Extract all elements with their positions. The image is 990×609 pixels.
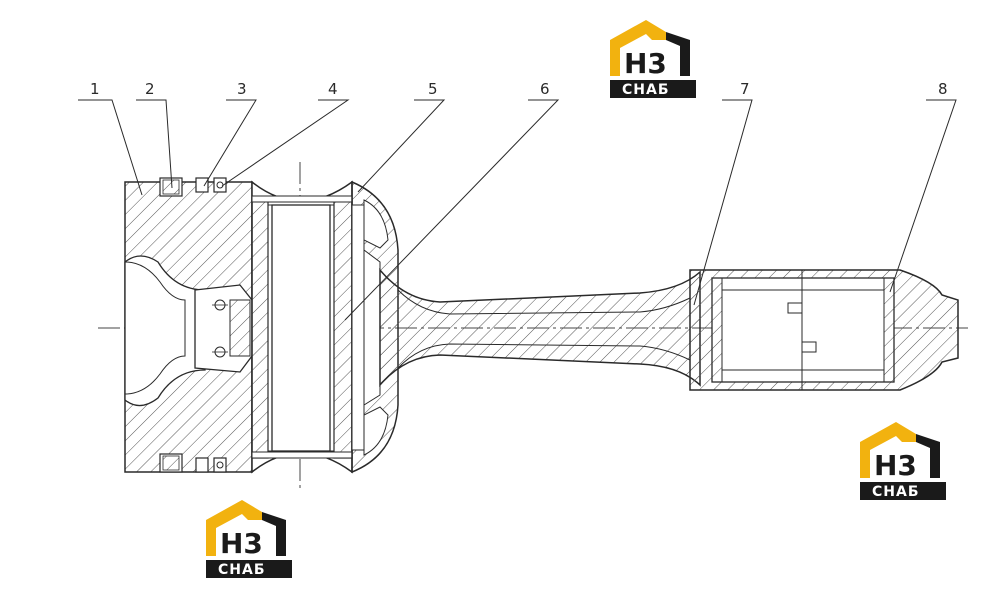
callout-3: 3 bbox=[237, 80, 247, 98]
piston-skirt bbox=[251, 180, 353, 474]
callout-numbers: 1 2 3 4 5 6 7 8 bbox=[90, 80, 948, 98]
rod-small-end bbox=[351, 180, 399, 474]
logo-main-text: H3 bbox=[874, 449, 917, 482]
logo-main-text: H3 bbox=[220, 527, 263, 560]
brand-logo-right: H3 СНАБ bbox=[856, 420, 948, 502]
logo-main-text: H3 bbox=[624, 47, 667, 80]
callout-2: 2 bbox=[145, 80, 155, 98]
logo-sub-text: СНАБ bbox=[872, 484, 920, 500]
callout-1: 1 bbox=[90, 80, 100, 98]
callout-leaders bbox=[78, 99, 957, 321]
callout-4: 4 bbox=[328, 80, 338, 98]
brand-logo-top: H3 СНАБ bbox=[606, 18, 698, 100]
piston bbox=[124, 177, 253, 473]
callout-7: 7 bbox=[740, 80, 750, 98]
callout-5: 5 bbox=[428, 80, 438, 98]
logo-sub-text: СНАБ bbox=[218, 562, 266, 578]
rod-big-end bbox=[689, 269, 959, 391]
logo-sub-text: СНАБ bbox=[622, 82, 670, 98]
rod-shank bbox=[379, 267, 701, 388]
callout-6: 6 bbox=[540, 80, 550, 98]
brand-logo-bottom: H3 СНАБ bbox=[202, 498, 294, 580]
piston-pin bbox=[271, 204, 331, 452]
callout-8: 8 bbox=[938, 80, 948, 98]
